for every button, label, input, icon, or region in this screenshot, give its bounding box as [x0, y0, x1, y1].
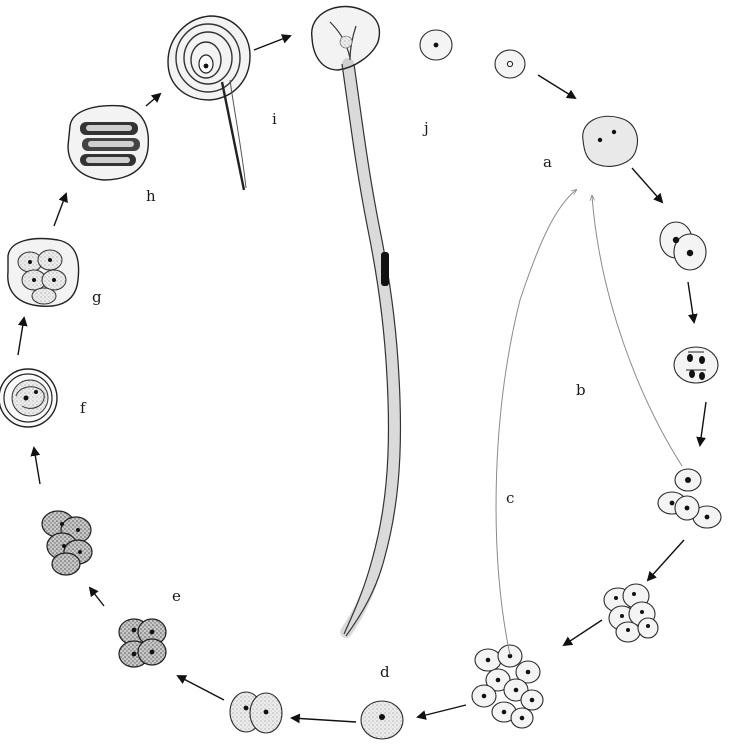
- stage-four-cell: [658, 469, 721, 528]
- label-f: f: [80, 399, 87, 417]
- stage-j-hatched-larva: [312, 6, 401, 636]
- stage-two-cell: [660, 222, 706, 270]
- stage-g-egg: [8, 239, 79, 307]
- stage-morula: [604, 584, 658, 642]
- stage-h-egg: [68, 106, 148, 180]
- stage-i-hatching: [168, 16, 250, 190]
- stage-embryo-left: [42, 511, 92, 575]
- stage-two-cell-bottom: [230, 692, 282, 733]
- stage-a-cells: [420, 30, 637, 166]
- label-e: e: [172, 587, 181, 605]
- label-a: a: [543, 153, 552, 171]
- label-d: d: [380, 663, 390, 681]
- label-g: g: [92, 288, 102, 306]
- label-c: c: [506, 489, 514, 507]
- stage-d-cell: [361, 701, 403, 739]
- stage-scattered-cells: [472, 645, 543, 728]
- label-j: j: [422, 119, 429, 137]
- stage-f-egg: [0, 369, 57, 427]
- stage-dividing-cell: [674, 347, 718, 383]
- return-paths: [496, 190, 682, 655]
- stage-e-cluster: [119, 619, 166, 667]
- label-h: h: [146, 187, 156, 205]
- label-b: b: [576, 381, 586, 399]
- label-i: i: [272, 110, 277, 128]
